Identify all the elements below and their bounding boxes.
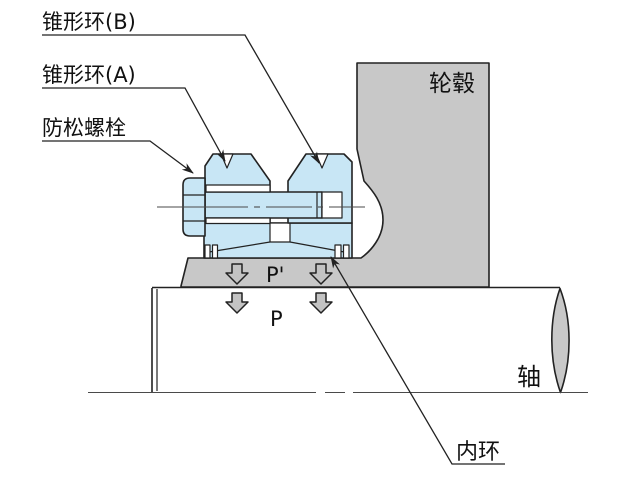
leader-cone-ring-b [42, 34, 320, 164]
down-arrow-icon [309, 292, 333, 314]
down-arrow-icon [225, 292, 249, 314]
inner-ring-slot [211, 244, 219, 259]
shaft-shape [151, 286, 570, 394]
label-pressure-inner: P' [266, 263, 284, 287]
bolt-clearance-bottom [205, 217, 271, 225]
label-pressure-shaft: P [270, 307, 283, 331]
bolt-clearance-top [205, 184, 271, 193]
bolt-shank [204, 184, 343, 225]
label-cone-ring-b: 锥形环(B) [42, 10, 136, 34]
down-arrow-icon [225, 263, 249, 285]
tapped-hole [321, 191, 343, 219]
label-lock-bolt: 防松螺栓 [42, 116, 126, 140]
hub-and-collar-shape [180, 62, 490, 288]
label-cone-ring-a: 锥形环(A) [42, 63, 136, 87]
label-hub: 轮毂 [429, 71, 475, 97]
leader-cone-ring-a [42, 87, 226, 162]
ring-gap-square [269, 222, 291, 243]
label-shaft: 轴 [517, 363, 541, 391]
inner-ring-slot [334, 244, 342, 259]
down-arrow-icon [309, 263, 333, 285]
inner-ring-slot [204, 244, 211, 259]
inner-ring-slot [342, 244, 350, 259]
inner-ring-shape [203, 222, 353, 259]
pressure-arrows [225, 263, 333, 314]
leader-lock-bolt [42, 140, 194, 174]
leader-lines [42, 34, 505, 465]
leader-inner-ring [330, 256, 505, 465]
shaft-end-cap [551, 287, 570, 394]
label-inner-ring: 内环 [456, 440, 500, 465]
